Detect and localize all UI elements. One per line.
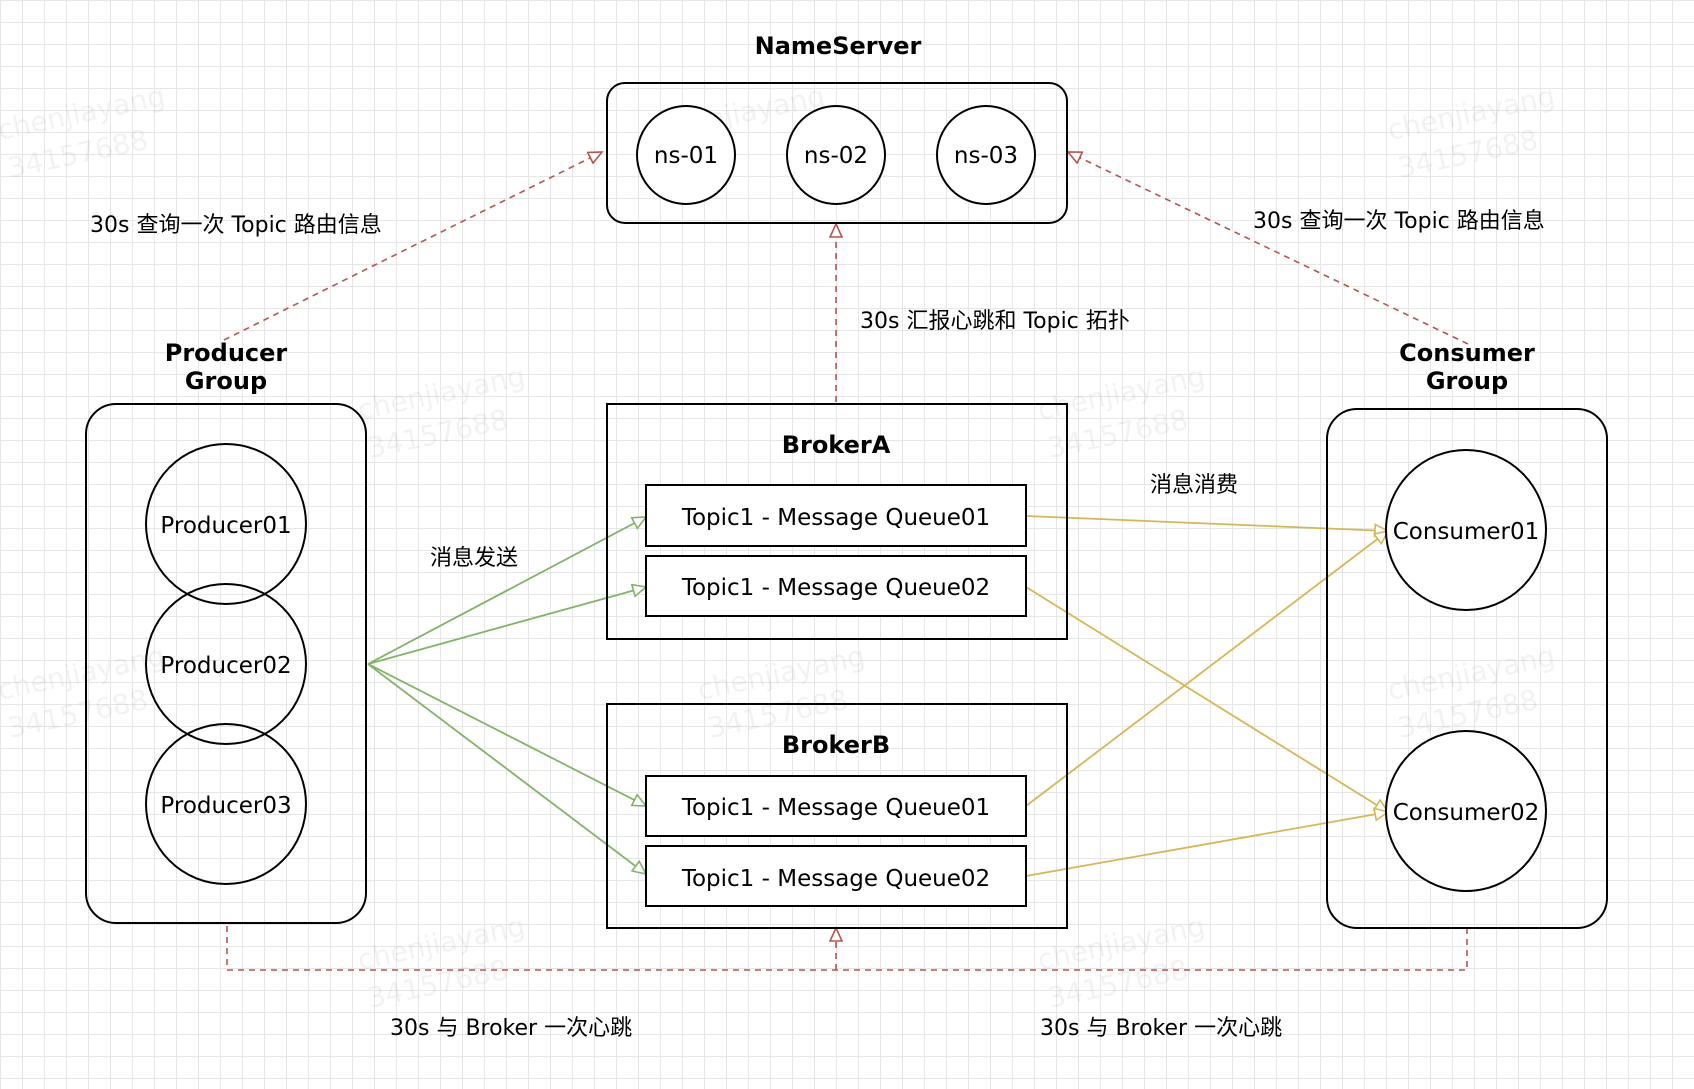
broker-a-title: BrokerA — [782, 431, 891, 459]
producer-node-2-label: Producer02 — [160, 653, 291, 679]
consumer-group-container — [1326, 408, 1608, 929]
label-producer-route-query: 30s 查询一次 Topic 路由信息 — [90, 213, 382, 238]
broker-a-queue-1-label: Topic1 - Message Queue01 — [681, 505, 990, 531]
consumer-node-2[interactable] — [1385, 730, 1547, 892]
consumer-group: Consumer Group Consumer01 Consumer02 — [1326, 339, 1608, 929]
edge-send-to-a-q1 — [367, 517, 646, 665]
label-consume: 消息消费 — [1150, 473, 1238, 498]
consumer-group-title-line1: Consumer — [1399, 339, 1535, 367]
broker-b-queue-2-label: Topic1 - Message Queue02 — [681, 866, 990, 892]
broker-a-queue-1[interactable] — [645, 484, 1027, 547]
producer-node-3-label: Producer03 — [160, 793, 291, 819]
ns-node-1[interactable] — [636, 105, 736, 205]
producer-group-container — [85, 403, 367, 924]
label-send: 消息发送 — [430, 546, 518, 571]
ns-node-3-label: ns-03 — [954, 143, 1018, 169]
label-consumer-route-query: 30s 查询一次 Topic 路由信息 — [1253, 209, 1545, 234]
broker-b-title: BrokerB — [782, 731, 890, 759]
ns-node-3[interactable] — [936, 105, 1036, 205]
producer-group-title-line2: Group — [185, 367, 267, 395]
nameserver-container — [606, 82, 1068, 224]
producer-node-1[interactable] — [145, 443, 307, 605]
edge-consume-a-q1 — [1025, 515, 1388, 531]
broker-b: BrokerB Topic1 - Message Queue01 Topic1 … — [606, 703, 1068, 929]
edge-consumer-to-nameserver — [1068, 152, 1469, 345]
label-producer-heartbeat: 30s 与 Broker 一次心跳 — [390, 1016, 632, 1041]
ns-node-2-label: ns-02 — [804, 143, 868, 169]
producer-group-title-line1: Producer — [165, 339, 288, 367]
broker-b-queue-1-label: Topic1 - Message Queue01 — [681, 795, 990, 821]
label-consumer-heartbeat: 30s 与 Broker 一次心跳 — [1040, 1016, 1282, 1041]
consumer-node-2-label: Consumer02 — [1393, 800, 1540, 826]
label-broker-report: 30s 汇报心跳和 Topic 拓扑 — [860, 309, 1130, 334]
edge-producer-to-nameserver — [223, 152, 602, 341]
broker-a: BrokerA Topic1 - Message Queue01 Topic1 … — [606, 403, 1068, 640]
producer-node-2[interactable] — [145, 583, 307, 745]
ns-node-1-label: ns-01 — [654, 143, 718, 169]
edge-consume-b-q1 — [1025, 531, 1388, 807]
broker-a-queue-2[interactable] — [645, 555, 1027, 617]
edge-heartbeat-bus — [226, 926, 1468, 971]
edge-send-to-a-q2 — [367, 587, 646, 665]
edge-send-to-b-q1 — [367, 663, 646, 806]
producer-group: Producer Group Producer01 Producer02 Pro… — [85, 339, 367, 924]
edge-consume-a-q2 — [1025, 586, 1388, 812]
consumer-node-1-label: Consumer01 — [1393, 519, 1540, 545]
consumer-group-title-line2: Group — [1426, 367, 1508, 395]
nameserver-cluster: NameServer ns-01 ns-02 ns-03 — [606, 32, 1068, 224]
ns-node-2[interactable] — [786, 105, 886, 205]
edge-consume-b-q2 — [1025, 812, 1388, 877]
broker-b-queue-1[interactable] — [645, 775, 1027, 837]
nameserver-title: NameServer — [755, 32, 922, 60]
broker-b-container — [606, 703, 1068, 929]
broker-a-queue-2-label: Topic1 - Message Queue02 — [681, 575, 990, 601]
edge-send-to-b-q2 — [367, 663, 646, 874]
producer-node-1-label: Producer01 — [160, 513, 291, 539]
producer-node-3[interactable] — [145, 723, 307, 885]
broker-b-queue-2[interactable] — [645, 845, 1027, 907]
consumer-node-1[interactable] — [1385, 449, 1547, 611]
broker-a-container — [606, 403, 1068, 640]
